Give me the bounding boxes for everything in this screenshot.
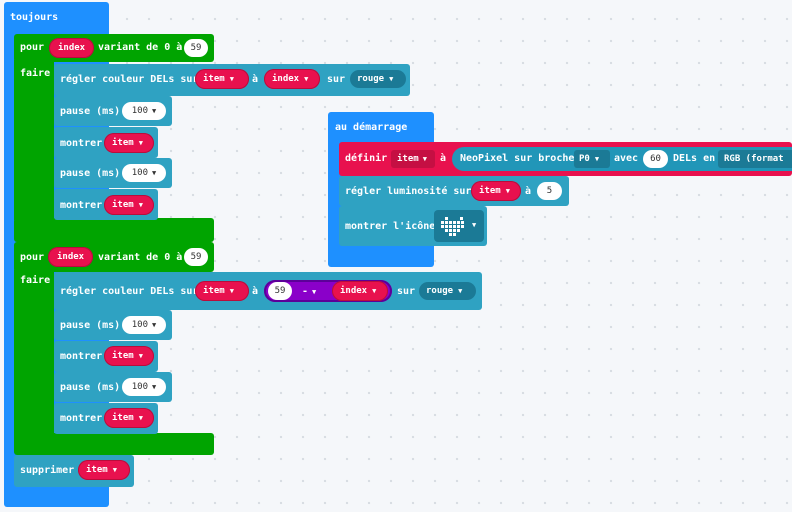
forever-label: toujours	[10, 12, 59, 23]
define-label: définir	[345, 153, 388, 164]
clear-label: supprimer	[20, 465, 75, 476]
index-var-dropdown[interactable]: index	[48, 247, 94, 267]
index-var-dropdown[interactable]: index	[49, 38, 95, 58]
for-label: pour	[20, 42, 45, 53]
show-icon-label: montrer l'icône	[345, 221, 436, 232]
leds-in-label: DELs en	[673, 153, 716, 164]
for-loop-1-footer	[14, 218, 214, 242]
show-label: montrer	[60, 138, 103, 149]
on-label: sur	[327, 74, 346, 85]
do-label: faire	[20, 275, 51, 286]
item-dropdown[interactable]: item▼	[195, 69, 249, 89]
loop-max-input[interactable]: 59	[184, 39, 208, 57]
at-label: à	[252, 286, 259, 297]
pause-label: pause (ms)	[60, 168, 121, 179]
heart-icon	[438, 212, 470, 240]
item-dropdown[interactable]: item▼	[104, 195, 154, 215]
on-label: sur	[397, 286, 416, 297]
on-start-label: au démarrage	[335, 122, 408, 133]
range-label: variant de 0 à	[98, 252, 183, 263]
at-label: à	[252, 74, 259, 85]
for-loop-2-footer	[14, 433, 214, 455]
index-dropdown[interactable]: index▼	[332, 281, 388, 301]
chevron-down-icon: ▼	[229, 287, 234, 295]
set-brightness-block[interactable]	[339, 176, 569, 206]
pause-ms-dropdown[interactable]: 100▼	[122, 102, 166, 120]
item-variable-dropdown[interactable]: item▼	[391, 150, 435, 168]
pause-label: pause (ms)	[60, 106, 121, 117]
chevron-down-icon: ▼	[138, 201, 143, 209]
led-count-input[interactable]: 60	[643, 150, 668, 168]
pin-dropdown[interactable]: P0▼	[574, 150, 610, 168]
chevron-down-icon: ▼	[112, 466, 117, 474]
operator-dropdown[interactable]: -▼	[302, 286, 317, 297]
for-loop-2-spine	[14, 270, 54, 436]
chevron-down-icon: ▼	[505, 187, 510, 195]
for-loop-1[interactable]	[14, 34, 214, 62]
show-label: montrer	[60, 351, 103, 362]
to-label: à	[525, 186, 532, 197]
do-label: faire	[20, 68, 51, 79]
chevron-down-icon: ▼	[304, 75, 309, 83]
item-dropdown[interactable]: item▼	[104, 346, 154, 366]
for-label: pour	[20, 252, 45, 263]
chevron-down-icon: ▼	[472, 221, 477, 229]
loop-max-input[interactable]: 59	[184, 248, 208, 266]
brightness-label: régler luminosité sur	[345, 186, 472, 197]
chevron-down-icon: ▼	[138, 352, 143, 360]
pause-label: pause (ms)	[60, 320, 121, 331]
pause-ms-dropdown[interactable]: 100▼	[122, 164, 166, 182]
chevron-down-icon: ▼	[458, 287, 463, 295]
range-label: variant de 0 à	[98, 42, 183, 53]
item-dropdown[interactable]: item▼	[195, 281, 249, 301]
brightness-input[interactable]: 5	[537, 182, 562, 200]
neopixel-label: NeoPixel sur broche	[460, 153, 575, 164]
for-loop-2[interactable]	[14, 242, 214, 272]
set-led-color-label: régler couleur DELs sur	[60, 74, 199, 85]
item-dropdown[interactable]: item▼	[104, 133, 154, 153]
color-dropdown[interactable]: rouge▼	[350, 70, 406, 88]
pause-ms-dropdown[interactable]: 100▼	[122, 378, 166, 396]
for-loop-1-spine	[14, 60, 54, 220]
chevron-down-icon: ▼	[138, 414, 143, 422]
with-label: avec	[614, 153, 639, 164]
color-dropdown[interactable]: rouge▼	[419, 282, 476, 300]
item-dropdown[interactable]: item▼	[78, 460, 130, 480]
chevron-down-icon: ▼	[372, 287, 377, 295]
chevron-down-icon: ▼	[389, 75, 394, 83]
item-dropdown[interactable]: item▼	[471, 181, 521, 201]
pause-label: pause (ms)	[60, 382, 121, 393]
index-dropdown[interactable]: index▼	[264, 69, 320, 89]
number-input[interactable]: 59	[268, 282, 292, 300]
show-label: montrer	[60, 200, 103, 211]
chevron-down-icon: ▼	[594, 155, 600, 163]
format-dropdown[interactable]: RGB (format	[718, 150, 792, 168]
icon-dropdown[interactable]: ▼	[434, 210, 484, 242]
item-dropdown[interactable]: item▼	[104, 408, 154, 428]
chevron-down-icon: ▼	[229, 75, 234, 83]
show-label: montrer	[60, 413, 103, 424]
set-led-color-label: régler couleur DELs sur	[60, 286, 199, 297]
chevron-down-icon: ▼	[138, 139, 143, 147]
pause-ms-dropdown[interactable]: 100▼	[122, 316, 166, 334]
to-label: à	[440, 153, 447, 164]
